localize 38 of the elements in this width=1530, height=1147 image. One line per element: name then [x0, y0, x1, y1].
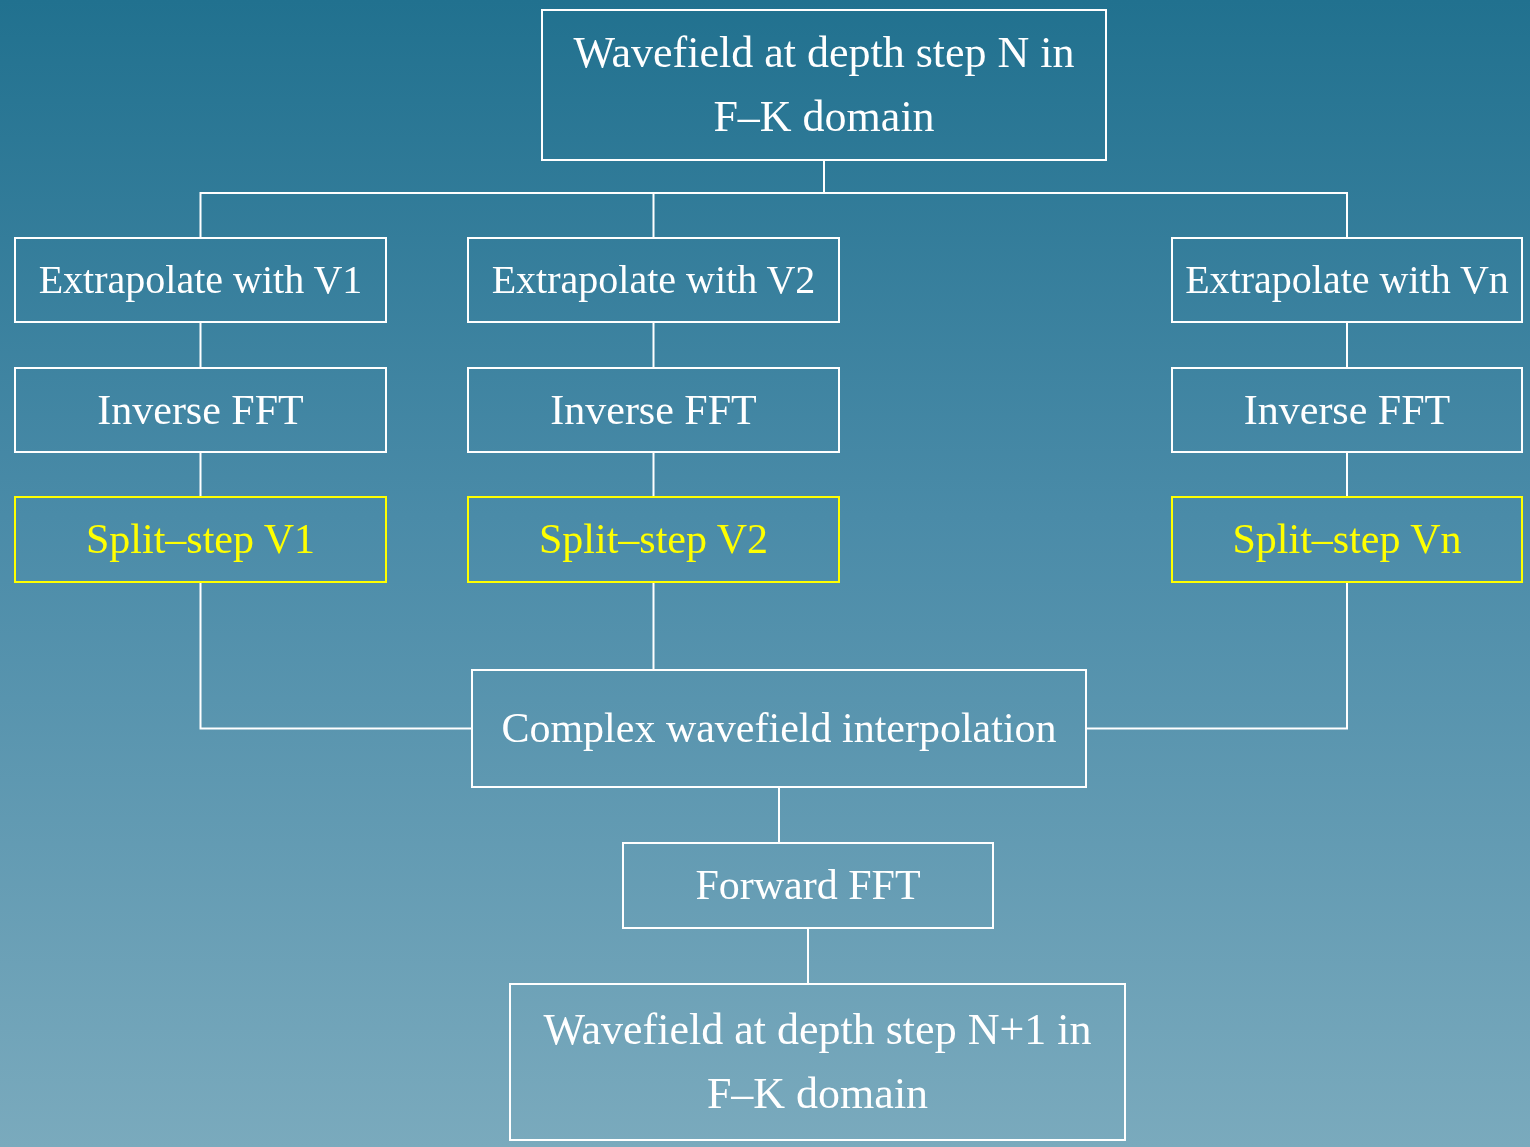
connector-line [1346, 322, 1348, 368]
connector-line [652, 582, 655, 670]
box-label: Inverse FFT [97, 385, 304, 435]
box-label: Wavefield at depth step N+1 in F–K domain [542, 1004, 1093, 1120]
box-label: Wavefield at depth step N in F–K domain [572, 27, 1076, 143]
connector-line [199, 322, 202, 368]
split-step-box [1171, 496, 1523, 583]
box-label: Split–step Vn [1232, 515, 1462, 565]
process-box [622, 842, 994, 929]
box-label: Extrapolate with V2 [491, 256, 816, 304]
connector-line [652, 322, 655, 368]
process-box [1171, 367, 1523, 453]
process-box [14, 367, 387, 453]
connector-line [1086, 582, 1348, 730]
process-box [509, 983, 1126, 1141]
process-box [14, 237, 387, 323]
connector-line [199, 582, 472, 730]
connector-line [199, 452, 202, 497]
box-label: Inverse FFT [1243, 385, 1451, 435]
process-box [471, 669, 1087, 788]
process-box [467, 367, 840, 453]
box-label: Inverse FFT [550, 385, 757, 435]
connector-line [823, 160, 1348, 238]
connector-line [807, 928, 809, 984]
process-box [541, 9, 1107, 161]
box-label: Extrapolate with V1 [38, 256, 363, 304]
connector-line [652, 452, 655, 497]
box-label: Split–step V1 [85, 515, 316, 565]
connector-line [778, 787, 780, 843]
connector-line [1346, 452, 1348, 497]
process-box [467, 237, 840, 323]
split-step-box [14, 496, 387, 583]
box-label: Split–step V2 [538, 515, 769, 565]
split-step-box [467, 496, 840, 583]
box-label: Forward FFT [695, 861, 921, 911]
box-label: Extrapolate with Vn [1185, 256, 1509, 304]
process-box [1171, 237, 1523, 323]
box-label: Complex wavefield interpolation [501, 704, 1057, 754]
